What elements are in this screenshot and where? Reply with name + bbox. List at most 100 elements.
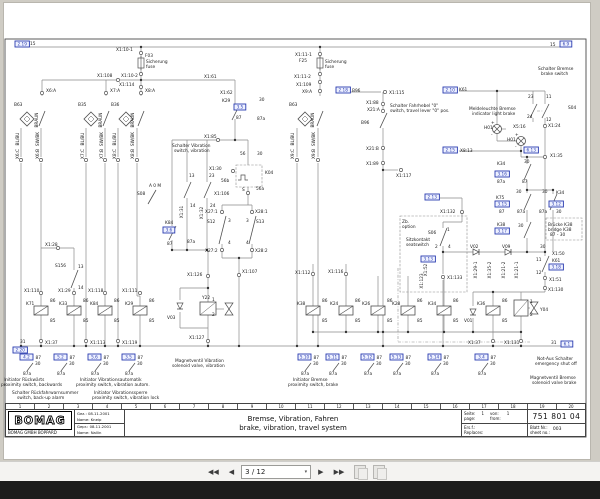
bomag-logo-subtext: BOMAG GMBH BOPPARD [8, 430, 57, 435]
svg-text:K26: K26 [362, 301, 371, 307]
svg-text:K38: K38 [497, 222, 506, 228]
single-page-view-icon[interactable] [354, 465, 369, 480]
svg-text:K29: K29 [125, 301, 134, 307]
svg-text:30: 30 [516, 189, 522, 195]
svg-text:K34: K34 [428, 301, 437, 307]
svg-text:X1:37: X1:37 [468, 340, 481, 346]
svg-text:X1:109: X1:109 [296, 82, 312, 88]
svg-text:Magnetventil Bremse: Magnetventil Bremse [530, 375, 576, 381]
svg-text:switch, vibration: switch, vibration [174, 148, 210, 154]
page-dropdown-caret-icon[interactable]: ▾ [304, 469, 308, 475]
svg-text:Sicherung: Sicherung [325, 59, 347, 65]
svg-text:5.10: 5.10 [300, 355, 310, 360]
svg-text:6.13: 6.13 [527, 148, 537, 153]
viewer-toolbar: ◀◀ ◀ 3 / 12 ▾ ▶ ▶▶ [0, 461, 600, 481]
svg-text:30: 30 [259, 97, 265, 103]
svg-text:X21:B: X21:B [366, 146, 379, 152]
svg-text:85: 85 [149, 318, 155, 324]
svg-text:K34: K34 [556, 190, 565, 196]
svg-text:86: 86 [453, 298, 459, 304]
svg-text:87a: 87a [187, 239, 195, 245]
first-page-button[interactable]: ◀◀ [208, 468, 219, 476]
svg-text:87a: 87a [125, 371, 133, 377]
svg-text:30: 30 [540, 244, 546, 250]
svg-text:11: 11 [546, 94, 552, 100]
svg-text:14: 14 [78, 285, 84, 291]
svg-text:Y22: Y22 [201, 295, 210, 301]
svg-text:87a: 87a [364, 371, 372, 377]
svg-text:5.12: 5.12 [363, 355, 373, 360]
svg-text:BL/BU: BL/BU [112, 133, 118, 146]
svg-text:4: 4 [228, 240, 231, 246]
svg-text:5.13: 5.13 [392, 355, 402, 360]
svg-text:K38: K38 [297, 301, 306, 307]
svg-text:SW/BK: SW/BK [130, 132, 136, 146]
page-number-input[interactable]: 3 / 12 ▾ [241, 465, 312, 479]
svg-text:X9:C: X9:C [290, 149, 296, 159]
svg-text:V03: V03 [167, 315, 176, 321]
replaces-label: Replaces: [464, 429, 484, 435]
svg-text:switch, back-up alarm: switch, back-up alarm [17, 395, 64, 401]
svg-text:X1:52: X1:52 [423, 263, 429, 276]
svg-text:B96: B96 [361, 120, 370, 126]
svg-text:87: 87 [36, 355, 42, 361]
svg-text:87a: 87a [329, 371, 337, 377]
svg-text:30: 30 [443, 361, 449, 367]
svg-text:85: 85 [355, 318, 361, 324]
svg-text:4: 4 [246, 240, 249, 246]
svg-text:S08: S08 [137, 191, 145, 197]
svg-text:K75: K75 [496, 195, 505, 201]
next-page-button[interactable]: ▶ [318, 468, 324, 476]
svg-text:X1:32: X1:32 [199, 206, 205, 219]
svg-text:X1:132: X1:132 [440, 209, 456, 215]
svg-text:87a: 87a [91, 371, 99, 377]
svg-text:X6:C: X6:C [15, 149, 21, 159]
drawing-title-en: brake, vibration, travel system [239, 423, 347, 432]
svg-text:87: 87 [236, 115, 242, 121]
svg-text:30: 30 [376, 361, 382, 367]
svg-text:1: 1 [212, 297, 215, 303]
svg-text:X1:106: X1:106 [214, 191, 230, 197]
from-value: 1 [506, 411, 510, 416]
svg-text:X7:A: X7:A [110, 88, 120, 94]
svg-text:BL/BU: BL/BU [290, 133, 296, 146]
svg-text:Sicherung: Sicherung [146, 59, 168, 65]
svg-text:23: 23 [209, 173, 215, 179]
svg-text:2.13: 2.13 [428, 195, 438, 200]
svg-text:86: 86 [417, 298, 423, 304]
svg-text:K28: K28 [392, 301, 401, 307]
page-label: page: [464, 416, 476, 422]
svg-text:X1:10-2: X1:10-2 [121, 73, 138, 79]
svg-text:X6:A: X6:A [46, 88, 56, 94]
sheet-number-row: Blatt Nr.: sheet no.: 003 [528, 422, 585, 437]
svg-text:2: 2 [435, 244, 438, 250]
svg-text:30: 30 [35, 361, 41, 367]
svg-text:13: 13 [78, 264, 84, 270]
svg-text:proximity switch, backwards: proximity switch, backwards [1, 382, 63, 388]
svg-text:87: 87 [167, 241, 173, 247]
page-number-value: 3 / 12 [245, 468, 266, 476]
svg-text:X1:51: X1:51 [549, 277, 562, 283]
facing-pages-view-icon[interactable] [373, 465, 388, 480]
svg-text:K33: K33 [59, 301, 68, 307]
svg-text:X8:13: X8:13 [460, 148, 473, 154]
svg-text:87: 87 [522, 179, 528, 185]
doc-number: 751 801 04 [532, 411, 581, 421]
svg-text:86: 86 [322, 298, 328, 304]
svg-text:15: 15 [550, 42, 556, 48]
svg-text:30: 30 [542, 189, 548, 195]
svg-text:30: 30 [313, 361, 319, 367]
doc-number-cell: 751 801 04 Blatt Nr.: sheet no.: 003 [527, 410, 585, 436]
svg-text:6.9: 6.9 [563, 42, 570, 47]
bomag-logo-cell: BOMAG BOMAG GMBH BOPPARD [6, 410, 74, 436]
svg-text:proximity switch, vibration lo: proximity switch, vibration lock [92, 395, 160, 401]
svg-text:87a: 87a [23, 371, 31, 377]
svg-text:5.14: 5.14 [430, 355, 440, 360]
previous-page-button[interactable]: ◀ [228, 468, 235, 476]
svg-text:B36: B36 [111, 102, 120, 108]
last-page-button[interactable]: ▶▶ [333, 468, 345, 476]
svg-text:Magnetventil Vibration: Magnetventil Vibration [175, 358, 224, 364]
svg-text:S04: S04 [568, 105, 576, 111]
svg-text:87 - 30: 87 - 30 [550, 232, 565, 238]
svg-text:24: 24 [210, 203, 216, 209]
